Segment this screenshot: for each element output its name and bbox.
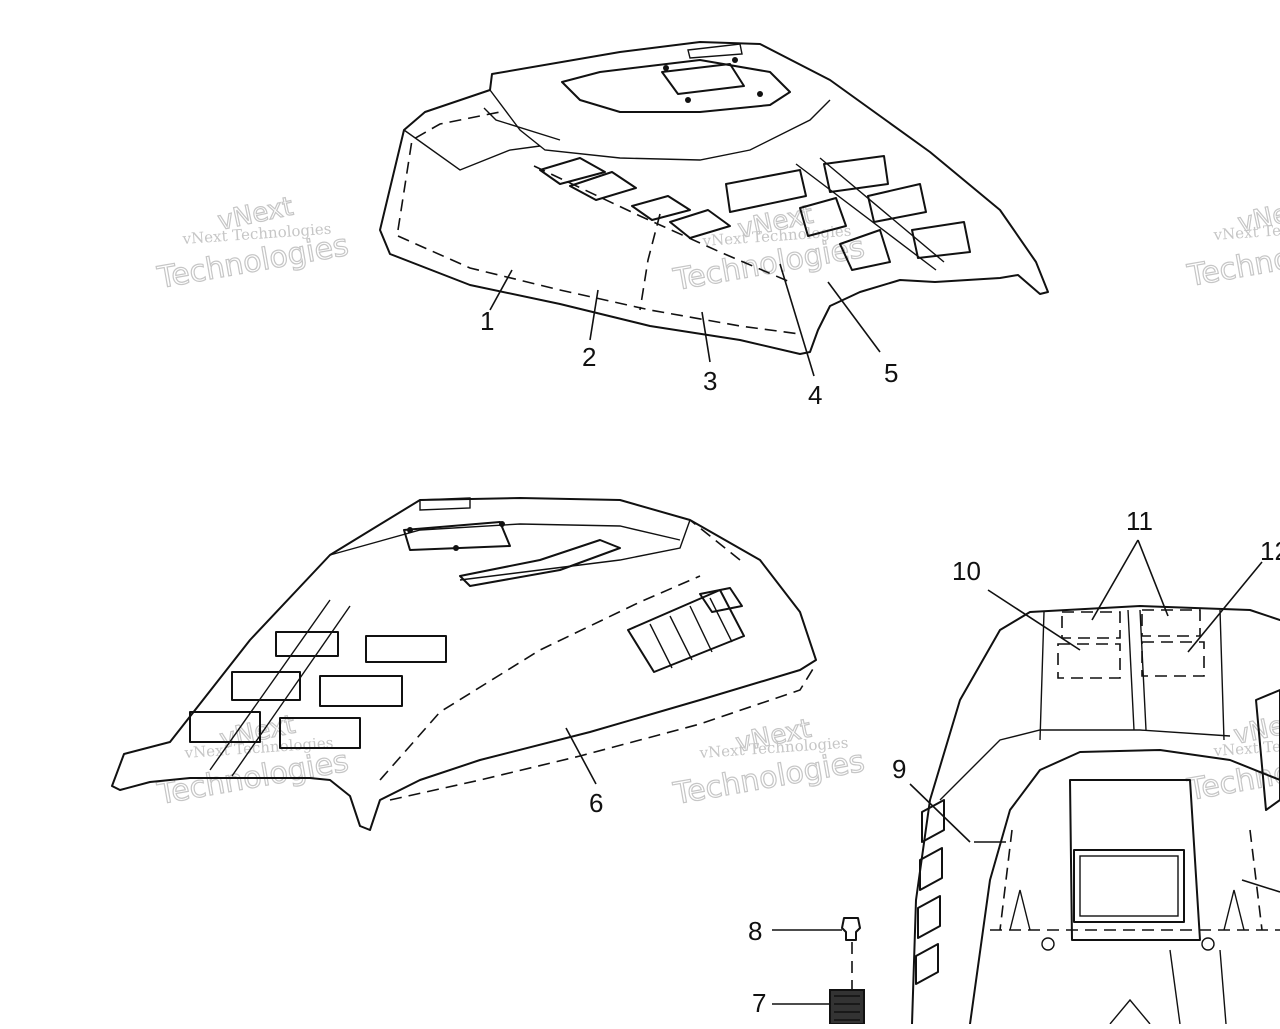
hood-top-rivet bbox=[757, 91, 763, 97]
hood-top-vent-window bbox=[561, 59, 791, 113]
hood-front-mount bbox=[1041, 937, 1055, 951]
hood-front-right-vent bbox=[1255, 689, 1280, 811]
callout-7: 7 bbox=[752, 988, 766, 1018]
hood-front-dash-side bbox=[999, 829, 1263, 931]
callout-9: 9 bbox=[892, 754, 906, 784]
hood-side-windscreen bbox=[459, 539, 621, 587]
callout-labels: 1 2 3 4 5 6 7 8 9 10 11 12 bbox=[480, 306, 1280, 1018]
hood-top-rivet bbox=[685, 97, 691, 103]
hood-top-side-vents bbox=[539, 157, 731, 239]
hood-front-inner bbox=[969, 749, 1280, 1025]
leader-11b bbox=[1137, 539, 1169, 617]
decal-6-boundary-3 bbox=[689, 519, 741, 561]
leader-4 bbox=[779, 263, 815, 377]
leader-3 bbox=[701, 311, 711, 363]
leader-6 bbox=[565, 727, 597, 785]
decal-11-left bbox=[1061, 611, 1121, 639]
watermark-1: vNext vNext Technologies Technologies bbox=[154, 191, 352, 297]
hood-front-zig bbox=[1009, 889, 1245, 931]
hood-side-ridge-2 bbox=[459, 519, 691, 581]
leader-10 bbox=[987, 589, 1081, 651]
hood-side-louvre bbox=[627, 587, 745, 673]
watermark-3: vNext vNext Technologies Technologies bbox=[1184, 193, 1280, 295]
callout-2: 2 bbox=[582, 342, 596, 372]
callout-4: 4 bbox=[808, 380, 822, 410]
hood-front-hatch-inner bbox=[1079, 855, 1179, 917]
callout-6: 6 bbox=[589, 788, 603, 818]
decal-4-boundary bbox=[533, 165, 791, 283]
leader-9 bbox=[909, 783, 971, 843]
leader-11a bbox=[1091, 539, 1139, 621]
grommet-7-ribs bbox=[834, 995, 860, 1021]
hood-top-rivet bbox=[663, 65, 669, 71]
hood-view-top bbox=[379, 41, 1049, 377]
callout-1: 1 bbox=[480, 306, 494, 336]
callout-10: 10 bbox=[952, 556, 981, 586]
watermark-group: vNext vNext Technologies Technologies vN… bbox=[154, 191, 1280, 813]
hood-side-rivet bbox=[499, 521, 505, 527]
callout-11: 11 bbox=[1126, 506, 1153, 536]
decal-2-boundary bbox=[397, 235, 801, 335]
decal-12 bbox=[1141, 641, 1205, 677]
hood-front-side-vents bbox=[915, 799, 945, 985]
hood-top-badge bbox=[687, 43, 743, 59]
hood-side-badge bbox=[419, 497, 471, 511]
decal-6-boundary-2 bbox=[379, 575, 701, 781]
fastener-parts bbox=[772, 917, 865, 1025]
hood-top-ridge-2 bbox=[403, 129, 541, 171]
hood-side-hatch bbox=[403, 521, 511, 551]
hood-front-outline bbox=[911, 605, 1280, 1025]
screw-8 bbox=[841, 917, 861, 941]
hood-top-ridge bbox=[489, 89, 831, 161]
leader-right bbox=[1241, 879, 1280, 893]
callout-8: 8 bbox=[748, 916, 762, 946]
decal-1-boundary bbox=[397, 111, 501, 231]
hood-front-lower bbox=[1109, 949, 1227, 1025]
watermark-6: vNext vNext Technologies Technologies bbox=[1184, 705, 1280, 809]
hood-top-step-vents bbox=[725, 155, 971, 271]
leader-2 bbox=[589, 289, 599, 341]
hood-front-decals bbox=[1057, 609, 1205, 679]
hood-top-hatch bbox=[661, 63, 745, 95]
hood-front-panel bbox=[1069, 779, 1201, 941]
decal-6-boundary bbox=[389, 663, 817, 801]
watermark-2: vNext vNext Technologies Technologies bbox=[670, 199, 868, 299]
leader-12 bbox=[1187, 561, 1263, 653]
hood-front-mount bbox=[1201, 937, 1215, 951]
hood-side-ridge bbox=[329, 523, 681, 556]
watermark-5: vNext vNext Technologies Technologies bbox=[670, 713, 868, 813]
hood-side-rivet bbox=[407, 527, 413, 533]
leader-1 bbox=[489, 269, 513, 311]
hood-front-ridge bbox=[939, 729, 1231, 801]
hood-side-rivet bbox=[453, 545, 459, 551]
hood-view-front bbox=[909, 539, 1280, 1025]
hood-view-side bbox=[111, 497, 817, 831]
hood-front-hatch bbox=[1073, 849, 1185, 923]
hood-side-step-vents bbox=[189, 599, 447, 777]
callout-5: 5 bbox=[884, 358, 898, 388]
hood-top-outline bbox=[379, 41, 1049, 355]
callout-3: 3 bbox=[703, 366, 717, 396]
grommet-7 bbox=[829, 989, 865, 1025]
callout-12: 12 bbox=[1260, 536, 1280, 566]
hood-side-outline bbox=[111, 497, 817, 831]
leader-5 bbox=[827, 281, 881, 353]
decal-3-boundary bbox=[639, 213, 661, 311]
hood-top-rivet bbox=[732, 57, 738, 63]
decal-10 bbox=[1057, 643, 1121, 679]
decal-11-right bbox=[1141, 609, 1201, 637]
hood-front-ridge-2 bbox=[1039, 609, 1225, 741]
hood-top-ridge-3 bbox=[483, 107, 561, 141]
